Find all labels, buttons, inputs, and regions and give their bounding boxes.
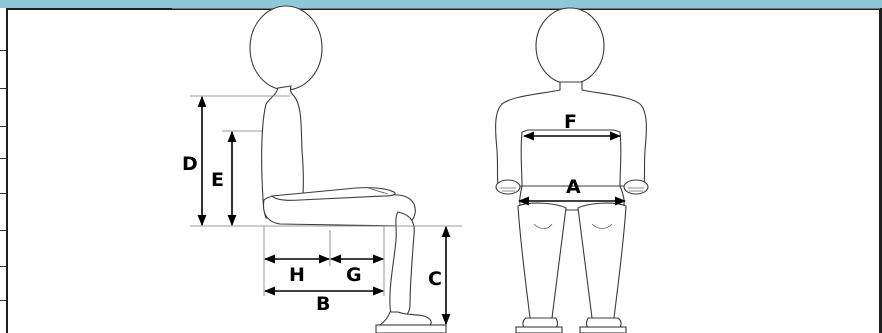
rail-tick (0, 126, 6, 127)
front-left-foot (522, 317, 559, 328)
side-lower-leg (389, 211, 415, 319)
dimension-d-label: D (182, 153, 198, 175)
rail-tick (0, 266, 6, 267)
front-torso (495, 81, 647, 187)
front-view-figure (495, 7, 649, 333)
front-left-floor-block (515, 326, 563, 333)
front-knees (533, 223, 613, 229)
front-fingers (500, 187, 644, 192)
side-foot (378, 311, 432, 326)
side-view-figure (249, 5, 447, 333)
dimension-e-label: E (211, 169, 224, 191)
top-frame-bar (0, 0, 882, 10)
front-right-leg (577, 202, 627, 319)
rail-tick (0, 50, 6, 51)
dimension-f-label: F (564, 111, 577, 133)
dimension-b-label: B (316, 293, 330, 315)
left-frame-rail (0, 8, 8, 333)
right-frame-rail (879, 8, 882, 333)
side-forearm (270, 187, 396, 201)
dimension-h-label: H (289, 264, 305, 286)
front-left-leg (517, 202, 567, 319)
front-right-hand (623, 179, 649, 195)
rail-tick (0, 158, 6, 159)
rail-tick (0, 193, 6, 194)
side-head (249, 5, 323, 91)
dimension-a-label: A (566, 176, 581, 198)
rail-tick (0, 300, 6, 301)
front-head (535, 7, 605, 85)
rail-tick (0, 88, 6, 89)
front-left-hand (495, 179, 521, 195)
dimension-c-label: C (428, 268, 442, 290)
side-fingers (367, 187, 389, 195)
front-right-foot (585, 317, 622, 328)
top-rule (172, 8, 880, 9)
side-floor-block (375, 324, 447, 333)
front-right-floor-block (579, 326, 627, 333)
dimension-g-label: G (346, 264, 362, 286)
rail-tick (0, 230, 6, 231)
